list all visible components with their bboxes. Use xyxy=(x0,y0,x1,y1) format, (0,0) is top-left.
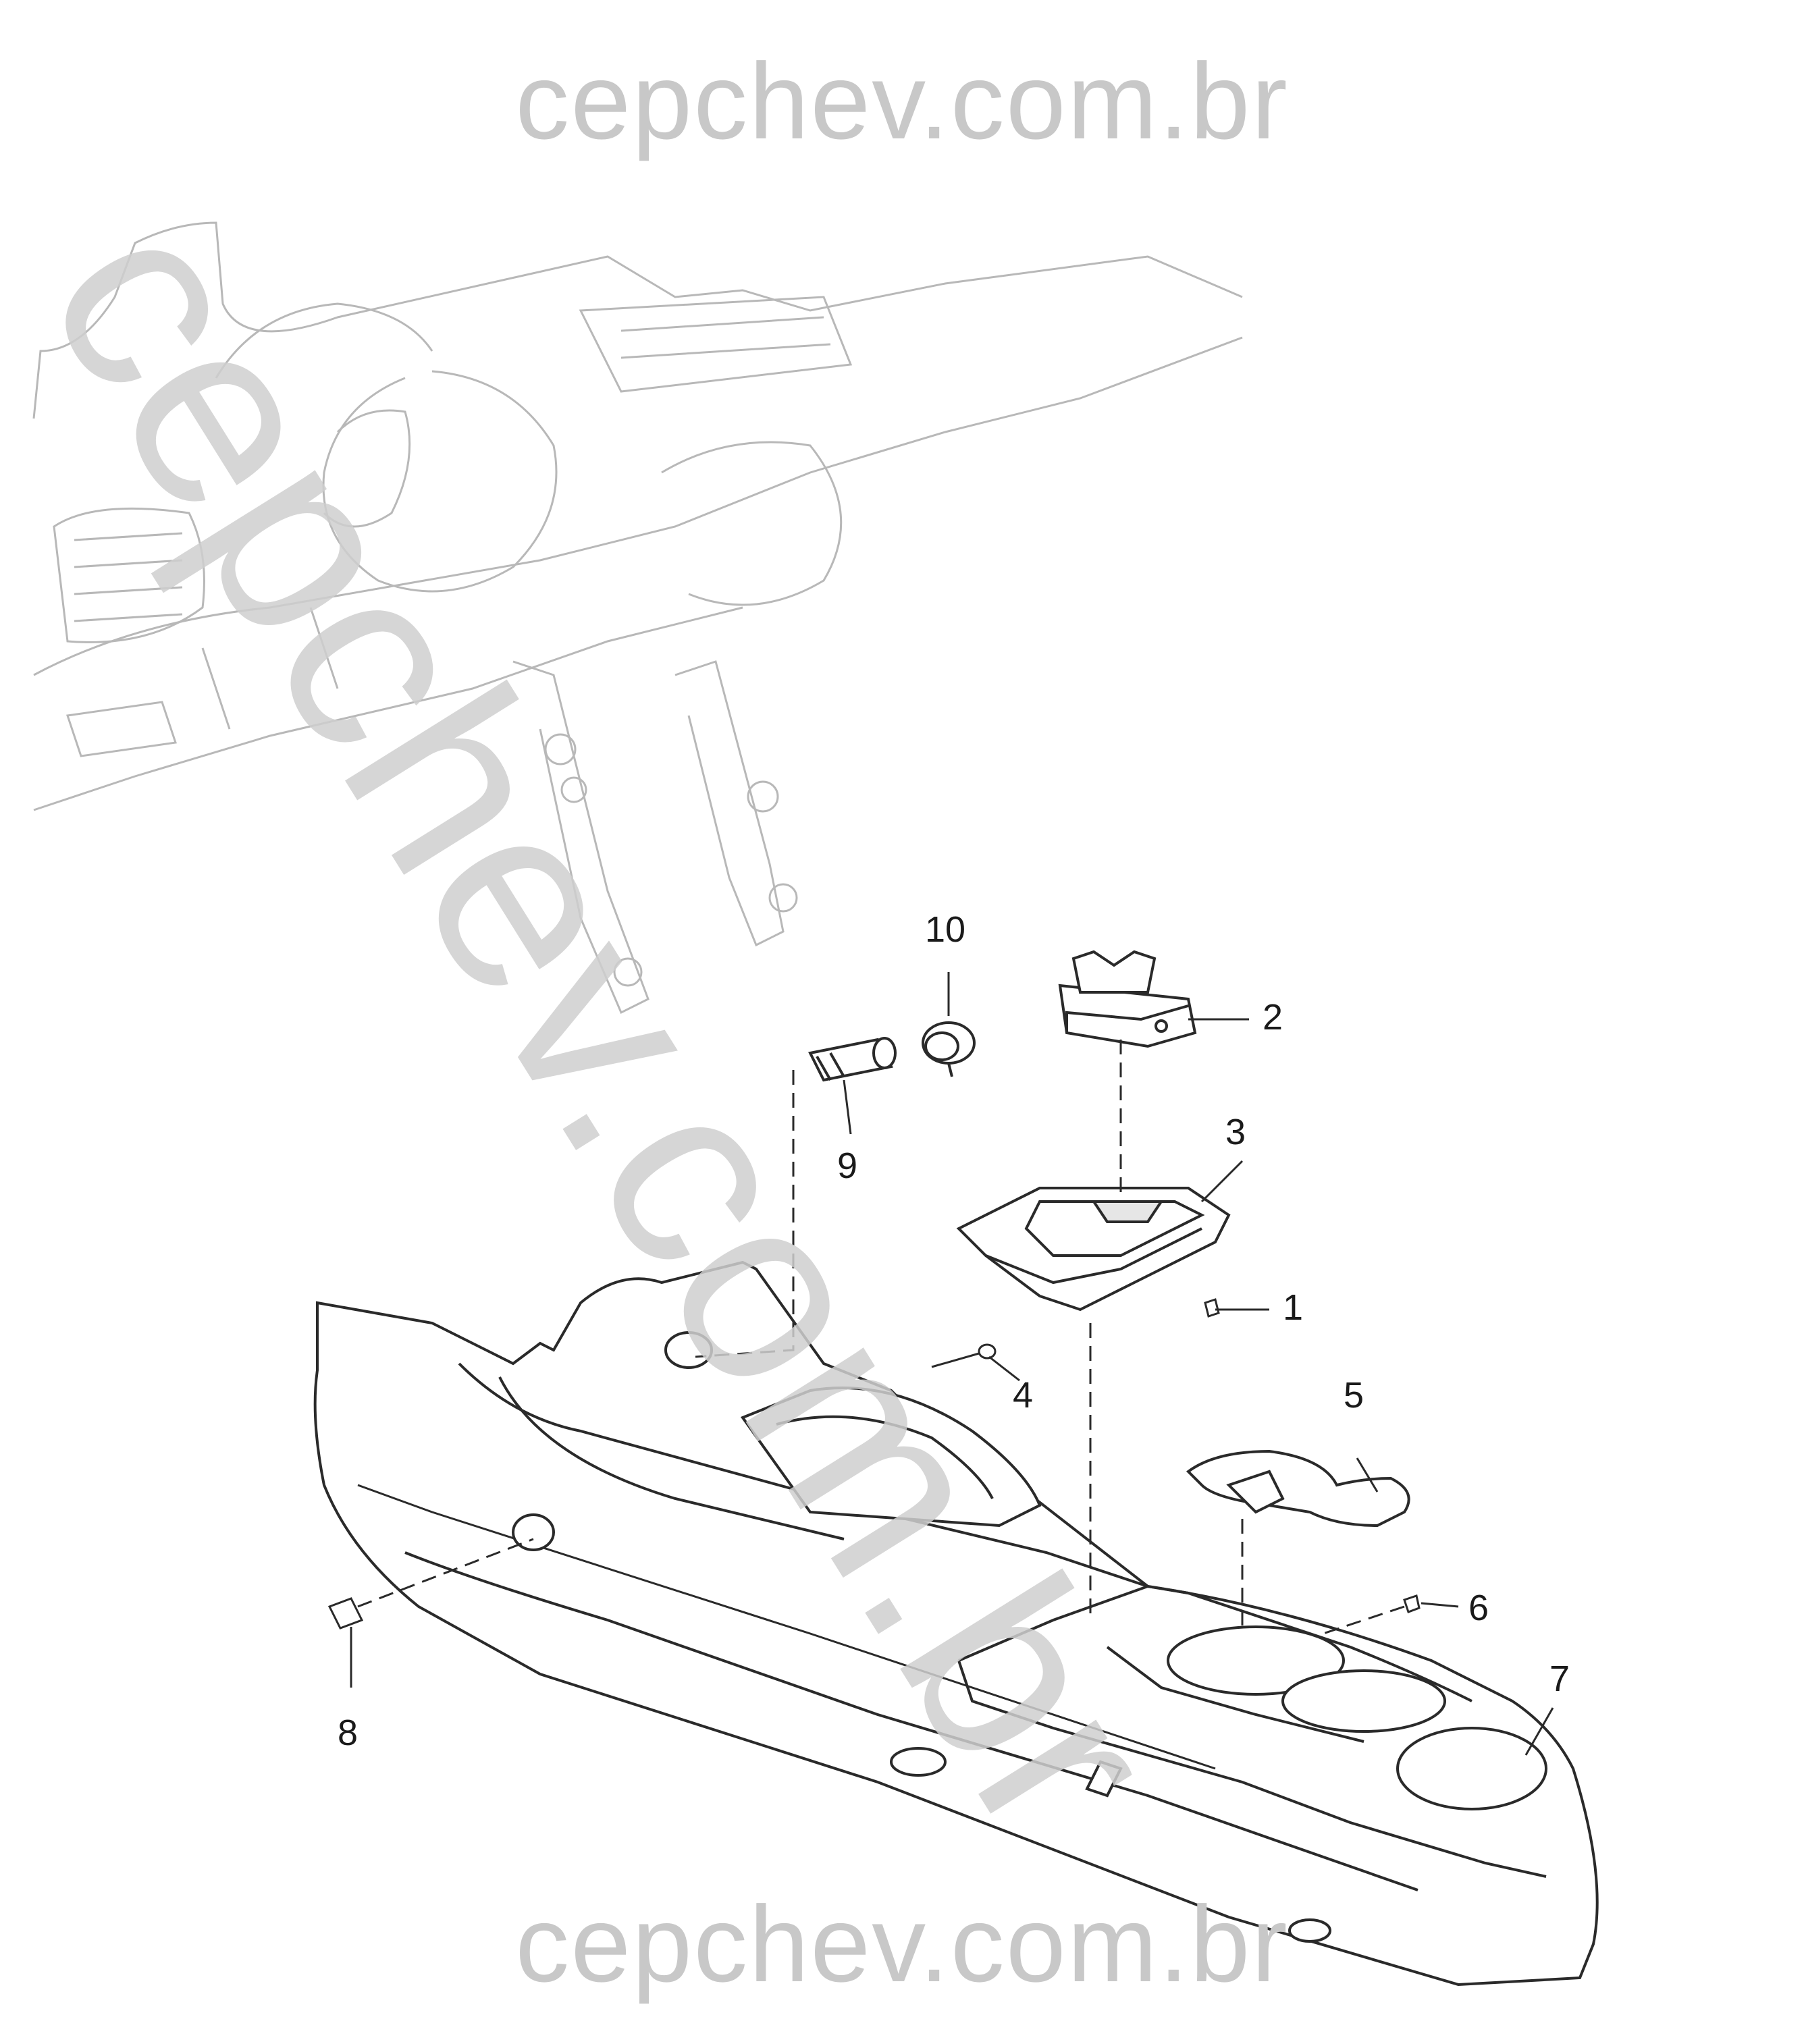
callout-8: 8 xyxy=(338,1713,359,1753)
part-5-cupholder-insert xyxy=(1186,1449,1410,1528)
part-10-power-outlet-cap xyxy=(922,1021,976,1077)
callout-7: 7 xyxy=(1549,1659,1570,1699)
center-console xyxy=(313,1260,1599,1987)
callout-9: 9 xyxy=(837,1146,858,1186)
callout-2: 2 xyxy=(1263,997,1283,1038)
callout-6: 6 xyxy=(1468,1588,1489,1628)
watermark-footer: cepchev.com.br xyxy=(515,1883,1289,2004)
part-1-clip xyxy=(1204,1298,1220,1318)
part-6-nut xyxy=(1403,1594,1421,1613)
leader-lines xyxy=(350,972,1554,1756)
dashboard-background xyxy=(32,221,1243,1015)
callout-1: 1 xyxy=(1283,1287,1304,1328)
part-8-plug xyxy=(327,1597,364,1630)
part-2-window-switch xyxy=(1058,950,1197,1048)
callout-5: 5 xyxy=(1344,1375,1364,1416)
part-9-power-outlet-socket xyxy=(808,1037,897,1082)
callout-3: 3 xyxy=(1225,1112,1246,1152)
callout-4: 4 xyxy=(1013,1375,1034,1416)
watermark-header: cepchev.com.br xyxy=(515,41,1289,161)
alignment-lines xyxy=(357,1040,1405,1635)
part-3-switch-bezel xyxy=(956,1187,1231,1312)
callout-10: 10 xyxy=(925,909,966,950)
part-4-screw xyxy=(931,1343,997,1368)
